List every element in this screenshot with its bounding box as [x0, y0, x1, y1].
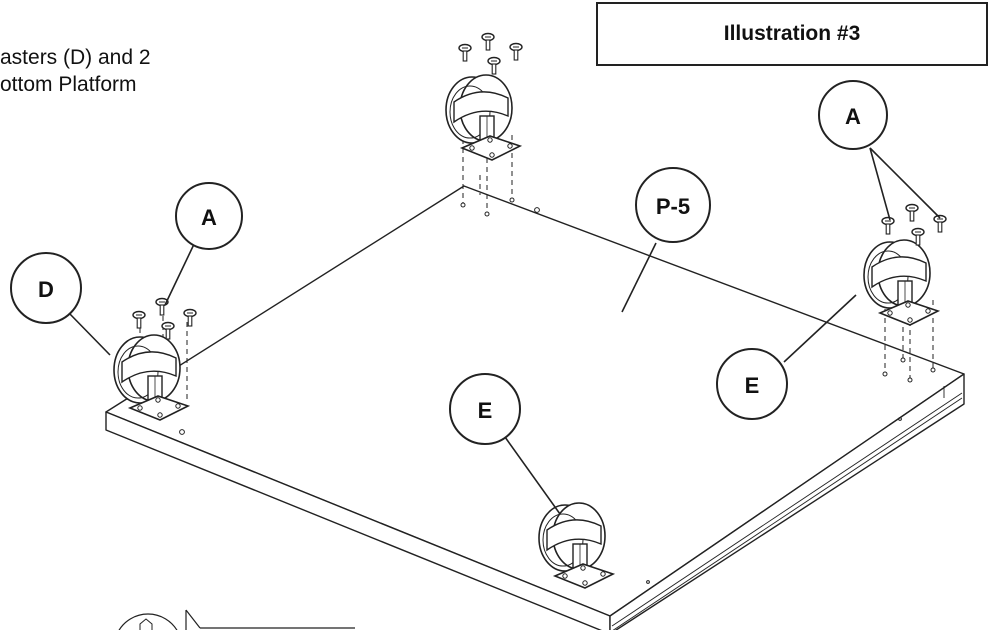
- callout-p5: P-5: [635, 167, 711, 243]
- bottom-platform: [105, 185, 965, 635]
- screw-detail-partial: [117, 609, 355, 633]
- callout-a-right-label: A: [845, 104, 861, 129]
- callout-a-right: A: [818, 80, 888, 150]
- illustration-title-box: Illustration #3: [596, 2, 988, 66]
- leader-lines: [67, 147, 941, 515]
- callout-e-front: E: [449, 373, 521, 445]
- callout-a-left: A: [175, 182, 243, 250]
- callout-e-right: E: [716, 348, 788, 420]
- instruction-line-2: ottom Platform: [0, 73, 137, 96]
- callout-a-left-label: A: [201, 205, 217, 230]
- callout-d-label: D: [38, 277, 54, 302]
- callout-e-front-label: E: [478, 398, 493, 423]
- callout-e-right-label: E: [745, 373, 760, 398]
- instruction-text: asters (D) and 2 ottom Platform: [0, 44, 151, 98]
- caster-right: [863, 239, 939, 326]
- callout-d: D: [10, 252, 82, 324]
- instruction-line-1: asters (D) and 2: [0, 46, 151, 69]
- callout-p5-label: P-5: [656, 194, 690, 219]
- caster-rear: [445, 74, 521, 161]
- illustration-title: Illustration #3: [723, 22, 861, 45]
